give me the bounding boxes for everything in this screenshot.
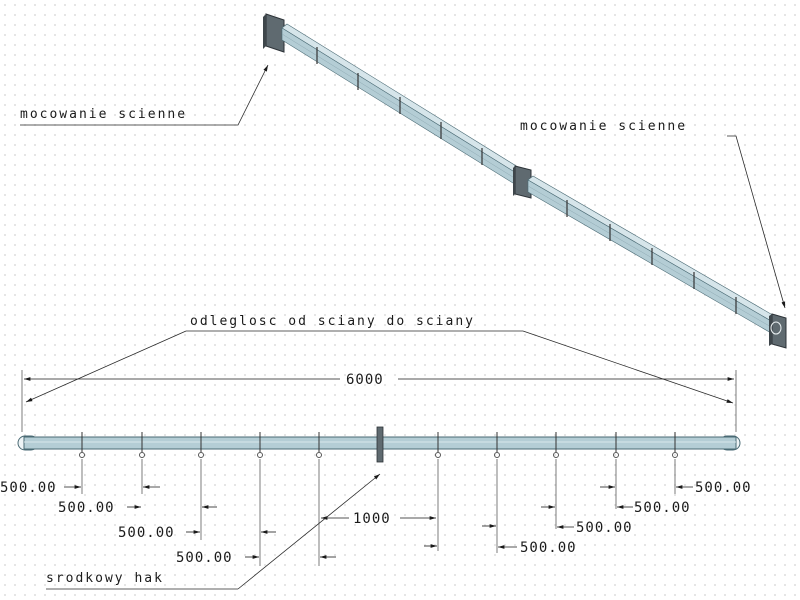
hooks [79,432,678,458]
leader-center-hook [237,473,381,590]
dimension-overall: 6000 [346,372,384,388]
hook [139,432,145,458]
label-wall-mount-right: mocowanie scienne [520,119,687,134]
label-wall-mount-left: mocowanie scienne [20,107,187,122]
dimension-right-1: 500.00 [520,540,577,556]
dimension-left-1: 500.00 [0,480,57,496]
iso-hooks [316,47,737,314]
hook [672,432,678,458]
label-wall-to-wall: odleglosc od sciany do sciany [190,314,475,329]
dimension-center: 1000 [353,511,391,527]
leader-wall-mount-left [20,64,269,126]
hook [613,432,619,458]
label-center-hook: srodkowy hak [46,571,164,586]
dimension-left-4: 500.00 [176,550,233,566]
center-coupling [513,165,532,199]
hook [198,432,204,458]
hook [435,432,441,458]
wall-plate-right [769,313,787,349]
dimension-right-4: 500.00 [695,480,752,496]
beam-lower-segment [527,175,784,338]
isometric-view: mocowanie scienne mocowanie scienne [20,13,787,349]
hook [494,432,500,458]
center-coupling-front [376,426,384,463]
dimension-left-3: 500.00 [118,525,175,541]
hook [257,432,263,458]
hook [553,432,559,458]
wall-plate-left [263,13,285,53]
beam-upper-segment [281,23,527,189]
dimension-left-2: 500.00 [58,500,115,516]
leader-wall-to-wall-right [522,330,734,404]
front-elevation: odleglosc od sciany do sciany 6000 [0,314,752,590]
hook [79,432,85,458]
leader-wall-mount-right [727,135,786,309]
dimension-right-3: 500.00 [634,500,691,516]
hook [316,432,322,458]
dimension-right-2: 500.00 [576,520,633,536]
leader-wall-to-wall-left [25,330,187,403]
